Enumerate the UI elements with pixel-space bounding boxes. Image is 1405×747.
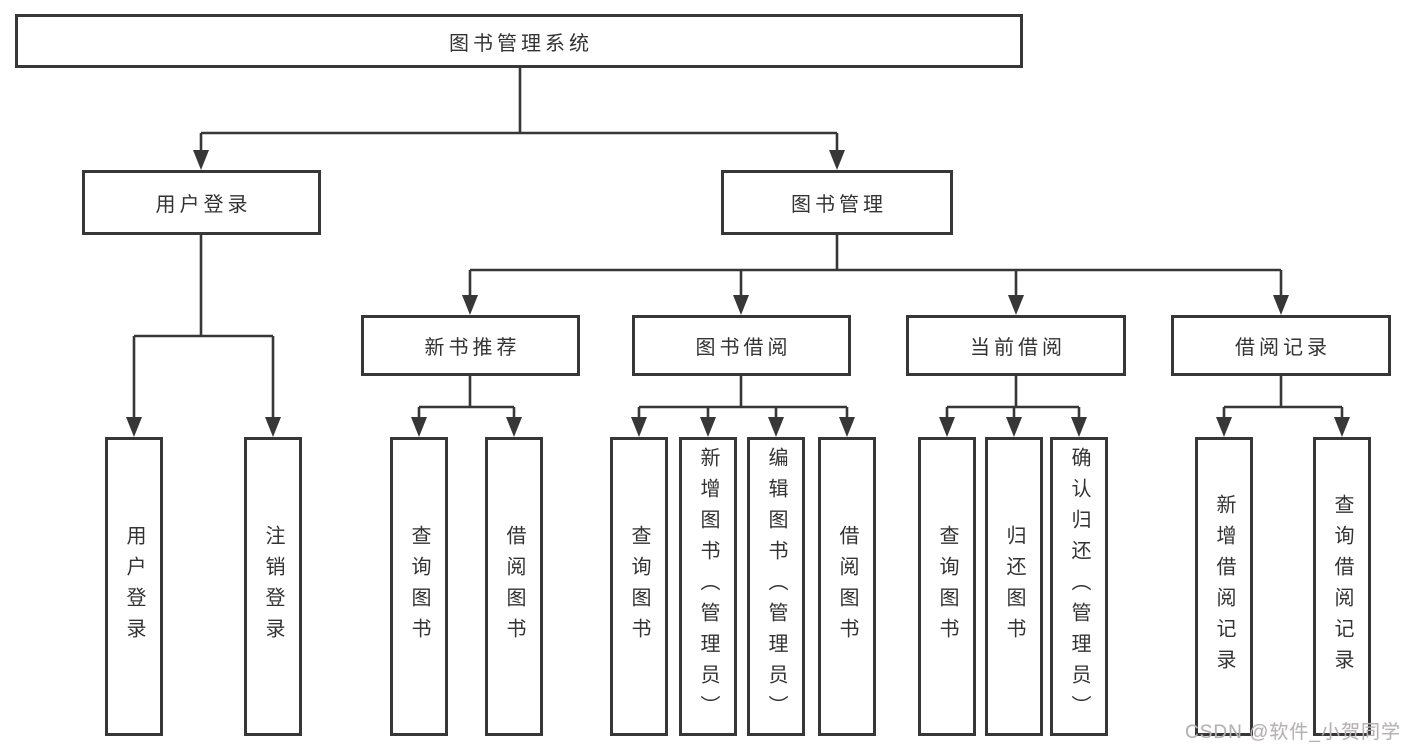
leaf-borrowing-borrow-books: 借阅图书	[818, 437, 876, 736]
node-user-login-branch: 用户登录	[82, 170, 321, 235]
node-label: 图书借阅	[695, 337, 792, 359]
node-new-book-recommend: 新书推荐	[361, 315, 580, 376]
node-label: 用户登录	[155, 194, 252, 216]
leaf-current-return-books: 归还图书	[985, 437, 1043, 736]
leaf-newrec-query-books: 查询图书	[390, 437, 448, 736]
node-label: 新书推荐	[424, 337, 521, 359]
node-label: 图书管理系统	[449, 32, 593, 55]
leaf-borrowing-add-books-admin: 新增图书（管理员）	[679, 437, 737, 736]
leaf-label: 归还图书	[1003, 524, 1025, 649]
leaf-label: 确认归还（管理员）	[1068, 447, 1090, 726]
leaf-current-confirm-return-admin: 确认归还（管理员）	[1050, 437, 1108, 736]
node-borrow-records: 借阅记录	[1171, 315, 1391, 376]
node-book-borrowing: 图书借阅	[632, 315, 851, 376]
leaf-label: 借阅图书	[503, 524, 525, 649]
node-label: 借阅记录	[1235, 337, 1331, 359]
leaf-current-query-books: 查询图书	[918, 437, 976, 736]
node-label: 当前借阅	[970, 337, 1066, 359]
leaf-label: 用户登录	[123, 524, 145, 649]
node-current-borrowing: 当前借阅	[906, 315, 1126, 376]
leaf-records-add-record: 新增借阅记录	[1195, 437, 1253, 736]
node-library-system: 图书管理系统	[15, 14, 1023, 68]
leaf-records-query-record: 查询借阅记录	[1313, 437, 1371, 736]
leaf-label: 查询图书	[408, 524, 430, 649]
node-label: 图书管理	[791, 194, 887, 216]
leaf-label: 新增借阅记录	[1213, 493, 1235, 680]
leaf-label: 编辑图书（管理员）	[765, 447, 787, 726]
leaf-newrec-borrow-books: 借阅图书	[485, 437, 543, 736]
leaf-borrowing-query-books: 查询图书	[610, 437, 668, 736]
leaf-label: 注销登录	[262, 524, 284, 649]
leaf-label: 借阅图书	[836, 524, 858, 649]
leaf-logout: 注销登录	[244, 437, 302, 736]
node-book-management: 图书管理	[721, 170, 953, 235]
leaf-label: 查询借阅记录	[1331, 493, 1353, 680]
leaf-borrowing-edit-books-admin: 编辑图书（管理员）	[747, 437, 805, 736]
leaf-label: 新增图书（管理员）	[697, 447, 719, 726]
leaf-label: 查询图书	[628, 524, 650, 649]
leaf-user-login: 用户登录	[105, 437, 163, 736]
leaf-label: 查询图书	[936, 524, 958, 649]
csdn-watermark: CSDN @软件_小贺同学	[1185, 722, 1401, 743]
